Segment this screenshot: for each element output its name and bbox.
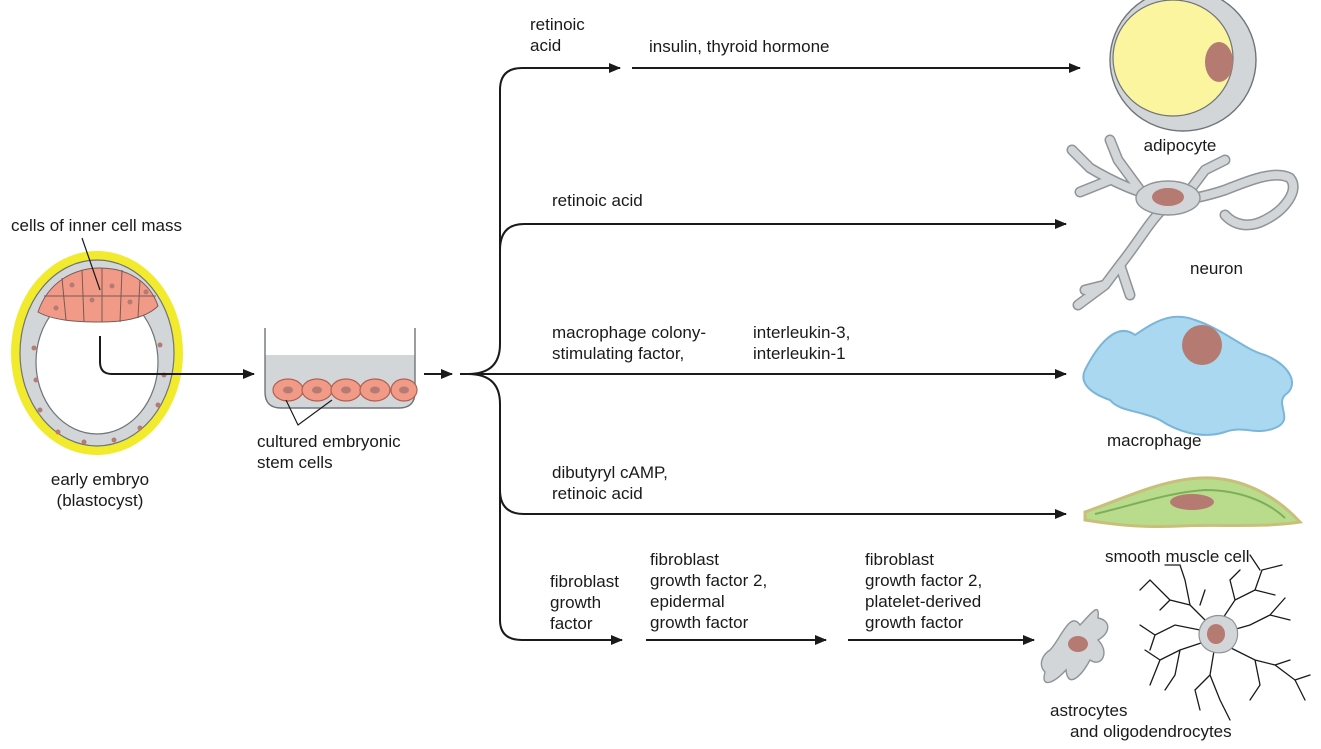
oligodendrocyte-illustration xyxy=(1139,554,1311,721)
macrophage-illustration xyxy=(1082,315,1294,436)
glia-factor-3: fibroblast growth factor 2, platelet-der… xyxy=(865,550,983,632)
smooth-muscle-factor-1: dibutyryl cAMP, retinoic acid xyxy=(552,463,668,503)
neuron-factor-1: retinoic acid xyxy=(552,191,643,210)
macrophage-label: macrophage xyxy=(1107,431,1202,450)
glia-factor-1: fibroblast growth factor xyxy=(550,572,619,633)
flow-arrows xyxy=(99,63,1081,645)
neuron-illustration xyxy=(1066,134,1299,311)
inner-cell-mass-label: cells of inner cell mass xyxy=(11,216,183,235)
astrocyte-illustration xyxy=(1040,608,1109,684)
early-embryo-label: early embryo (blastocyst) xyxy=(50,470,150,510)
inner-cell-mass xyxy=(37,267,159,323)
macrophage-factor-2: interleukin-3, interleukin-1 xyxy=(753,323,851,363)
glia-factor-2: fibroblast growth factor 2, epidermal gr… xyxy=(650,550,768,632)
adipocyte-factor-2: insulin, thyroid hormone xyxy=(649,37,830,56)
neuron-label: neuron xyxy=(1190,259,1243,278)
cultured-cells-label: cultured embryonic stem cells xyxy=(257,432,401,472)
adipocyte-factor-1: retinoic acid xyxy=(530,15,585,55)
adipocyte-illustration xyxy=(1109,0,1257,132)
blastocyst-illustration xyxy=(11,237,183,455)
smooth-muscle-illustration xyxy=(1083,476,1304,529)
smooth-muscle-label: smooth muscle cell xyxy=(1105,547,1250,566)
adipocyte-label: adipocyte xyxy=(1143,136,1217,155)
macrophage-factor-1: macrophage colony- stimulating factor, xyxy=(552,323,707,363)
culture-dish xyxy=(264,328,418,426)
